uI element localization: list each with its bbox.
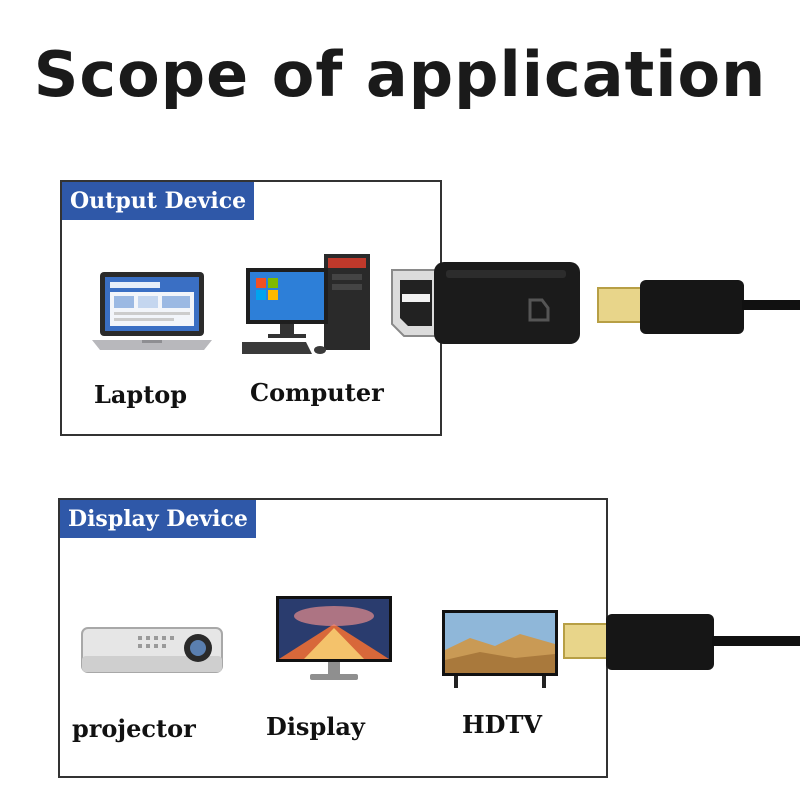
display-device-header: Display Device bbox=[60, 500, 256, 538]
projector-label: projector bbox=[72, 714, 196, 743]
monitor-icon bbox=[274, 594, 394, 690]
output-device-panel: Output Device Laptop bbox=[60, 180, 442, 436]
output-device-header: Output Device bbox=[62, 182, 255, 220]
computer-label: Computer bbox=[250, 378, 384, 407]
page-title: Scope of application bbox=[33, 38, 767, 111]
projector-icon bbox=[78, 620, 228, 684]
hdtv-label: HDTV bbox=[462, 710, 542, 739]
display-label: Display bbox=[266, 712, 365, 741]
laptop-icon bbox=[92, 268, 212, 362]
hdmi-cable-icon bbox=[562, 604, 800, 674]
desktop-computer-icon bbox=[238, 250, 382, 364]
tv-icon bbox=[440, 608, 560, 696]
laptop-label: Laptop bbox=[94, 380, 188, 409]
displayport-adapter-icon bbox=[390, 258, 800, 348]
display-device-panel: Display Device projector D bbox=[58, 498, 608, 778]
